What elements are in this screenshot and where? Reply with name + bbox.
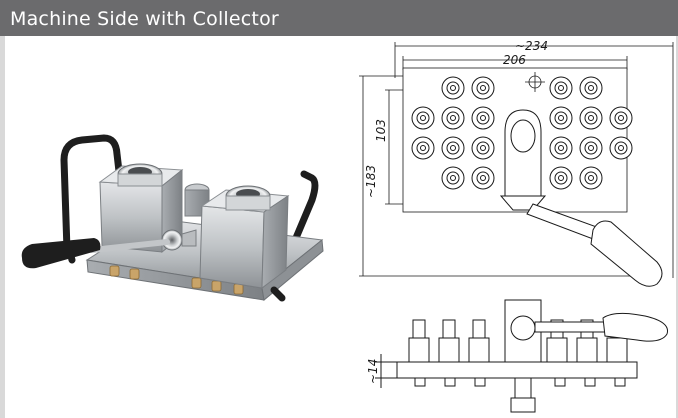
technical-drawing: ~234 206 ~183 103 ~14 (359, 39, 674, 413)
connector-nipples (109, 265, 244, 295)
frame-right (676, 36, 678, 418)
title-bar: Machine Side with Collector (0, 0, 678, 36)
dim-plate-height: 103 (374, 119, 388, 142)
frame-left (0, 36, 5, 418)
right-handle-bar (270, 170, 319, 294)
dim-total-width: ~234 (515, 39, 548, 53)
page-title: Machine Side with Collector (10, 8, 279, 30)
valve-lever-top (499, 109, 663, 287)
dim-total-height: ~183 (364, 165, 378, 198)
lever-grip (21, 238, 101, 269)
plate-connectors (411, 76, 633, 190)
side-view (375, 299, 669, 413)
dim-side-height: ~14 (366, 359, 380, 384)
product-photo (21, 134, 324, 302)
left-handle-bar (60, 134, 124, 254)
dim-plate-width: 206 (503, 53, 526, 67)
right-block (199, 205, 265, 289)
